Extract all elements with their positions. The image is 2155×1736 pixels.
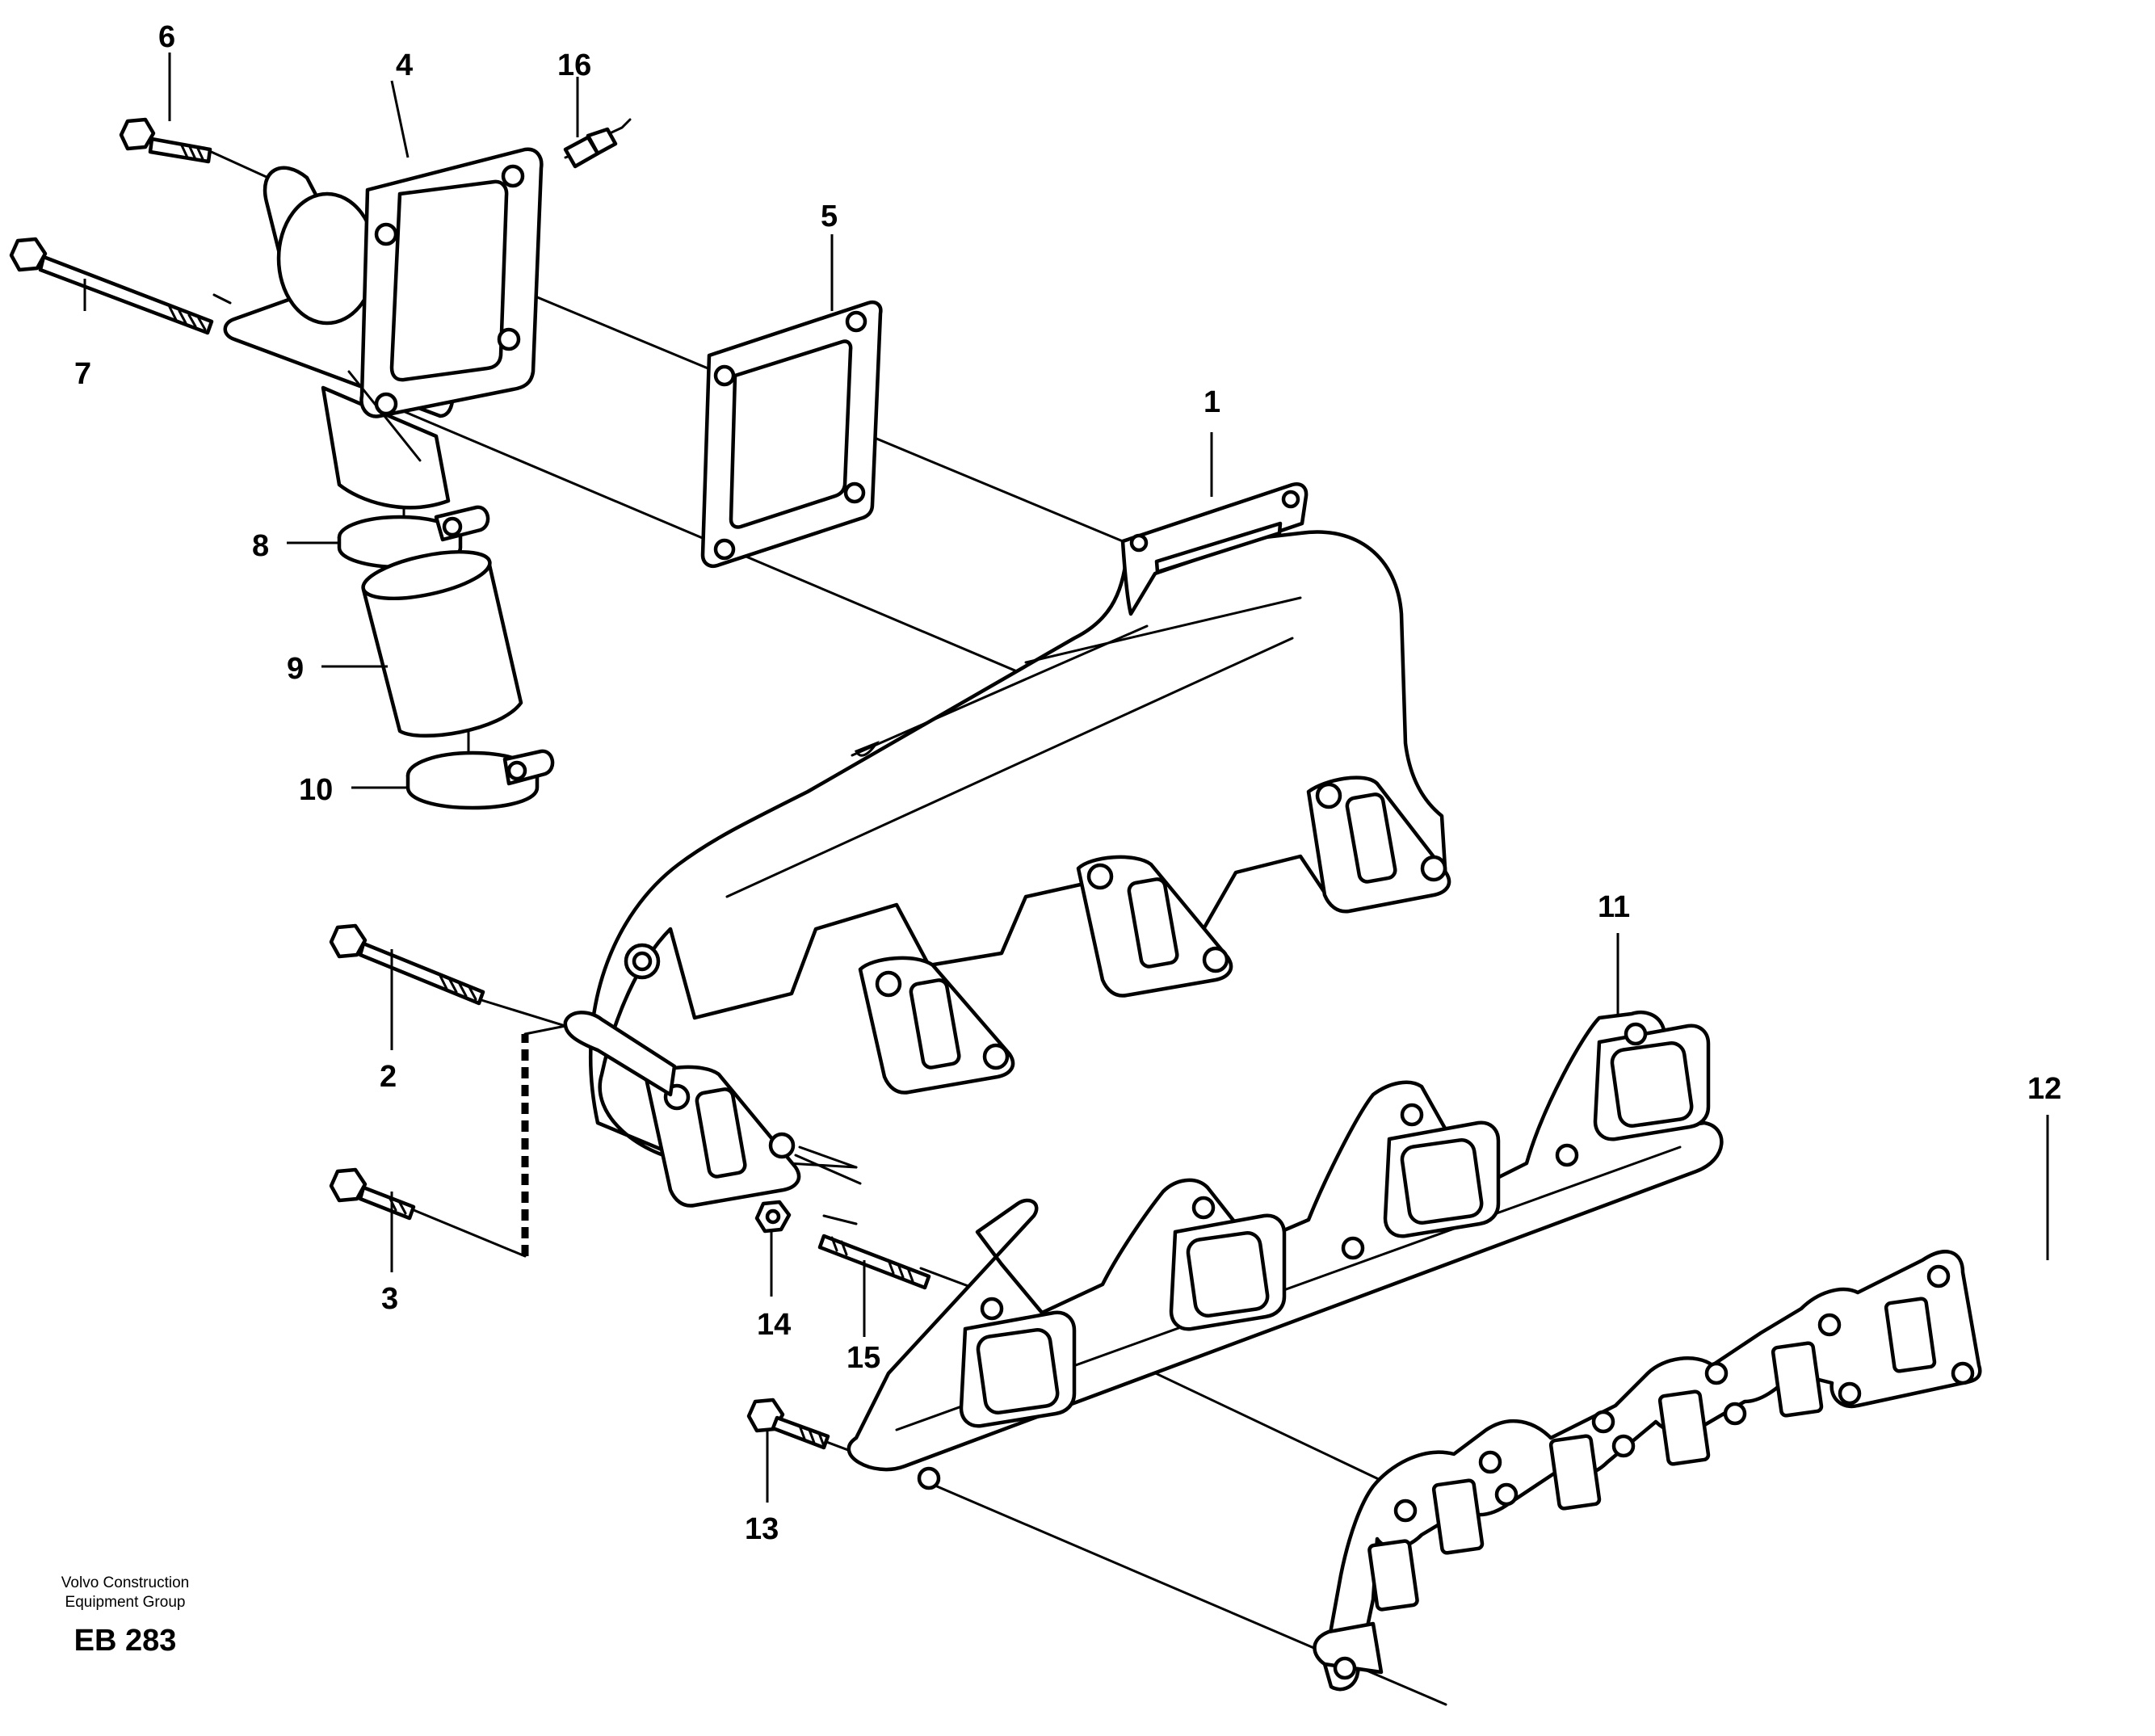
gasket-5 <box>700 301 883 568</box>
figure-code: EB 283 <box>74 1624 177 1658</box>
callout-12: 12 <box>2027 1072 2061 1106</box>
exhaust-manifold-1 <box>563 482 1451 1208</box>
exhaust-tube-dashed-line <box>521 1024 567 1256</box>
callout-11: 11 <box>1598 890 1630 924</box>
callout-labels: 1 2 3 4 5 6 7 8 9 10 11 12 13 14 15 16 <box>74 20 2061 1546</box>
callout-5: 5 <box>821 200 838 233</box>
callout-leaders <box>83 53 2049 1503</box>
clamp-10 <box>405 749 555 810</box>
nut-14 <box>754 1200 792 1234</box>
flange-plate-11 <box>846 1010 1724 1490</box>
sensor-16 <box>563 118 632 169</box>
callout-9: 9 <box>287 652 304 686</box>
callout-16: 16 <box>557 48 591 82</box>
bolt-6 <box>119 117 212 164</box>
bolt-7 <box>9 237 214 335</box>
bolt-13 <box>746 1398 830 1450</box>
callout-8: 8 <box>252 529 269 563</box>
hose-9 <box>361 549 523 738</box>
callout-10: 10 <box>299 773 333 807</box>
callout-1: 1 <box>1204 385 1220 419</box>
callout-2: 2 <box>380 1060 397 1094</box>
publisher-line-1: Volvo Construction <box>61 1574 190 1591</box>
publisher-block: Volvo Construction Equipment Group EB 28… <box>32 1574 218 1658</box>
gasket-12 <box>1313 1250 1982 1692</box>
callout-13: 13 <box>745 1512 779 1546</box>
stud-15 <box>817 1234 931 1290</box>
bolt-2 <box>329 923 485 1006</box>
elbow-housing-4 <box>223 147 544 510</box>
bolt-3 <box>329 1167 416 1221</box>
callout-3: 3 <box>381 1282 398 1316</box>
callout-4: 4 <box>396 48 413 82</box>
callout-15: 15 <box>846 1341 880 1375</box>
callout-6: 6 <box>158 20 175 54</box>
callout-7: 7 <box>74 357 91 391</box>
publisher-line-2: Equipment Group <box>65 1594 186 1611</box>
callout-14: 14 <box>757 1308 791 1342</box>
